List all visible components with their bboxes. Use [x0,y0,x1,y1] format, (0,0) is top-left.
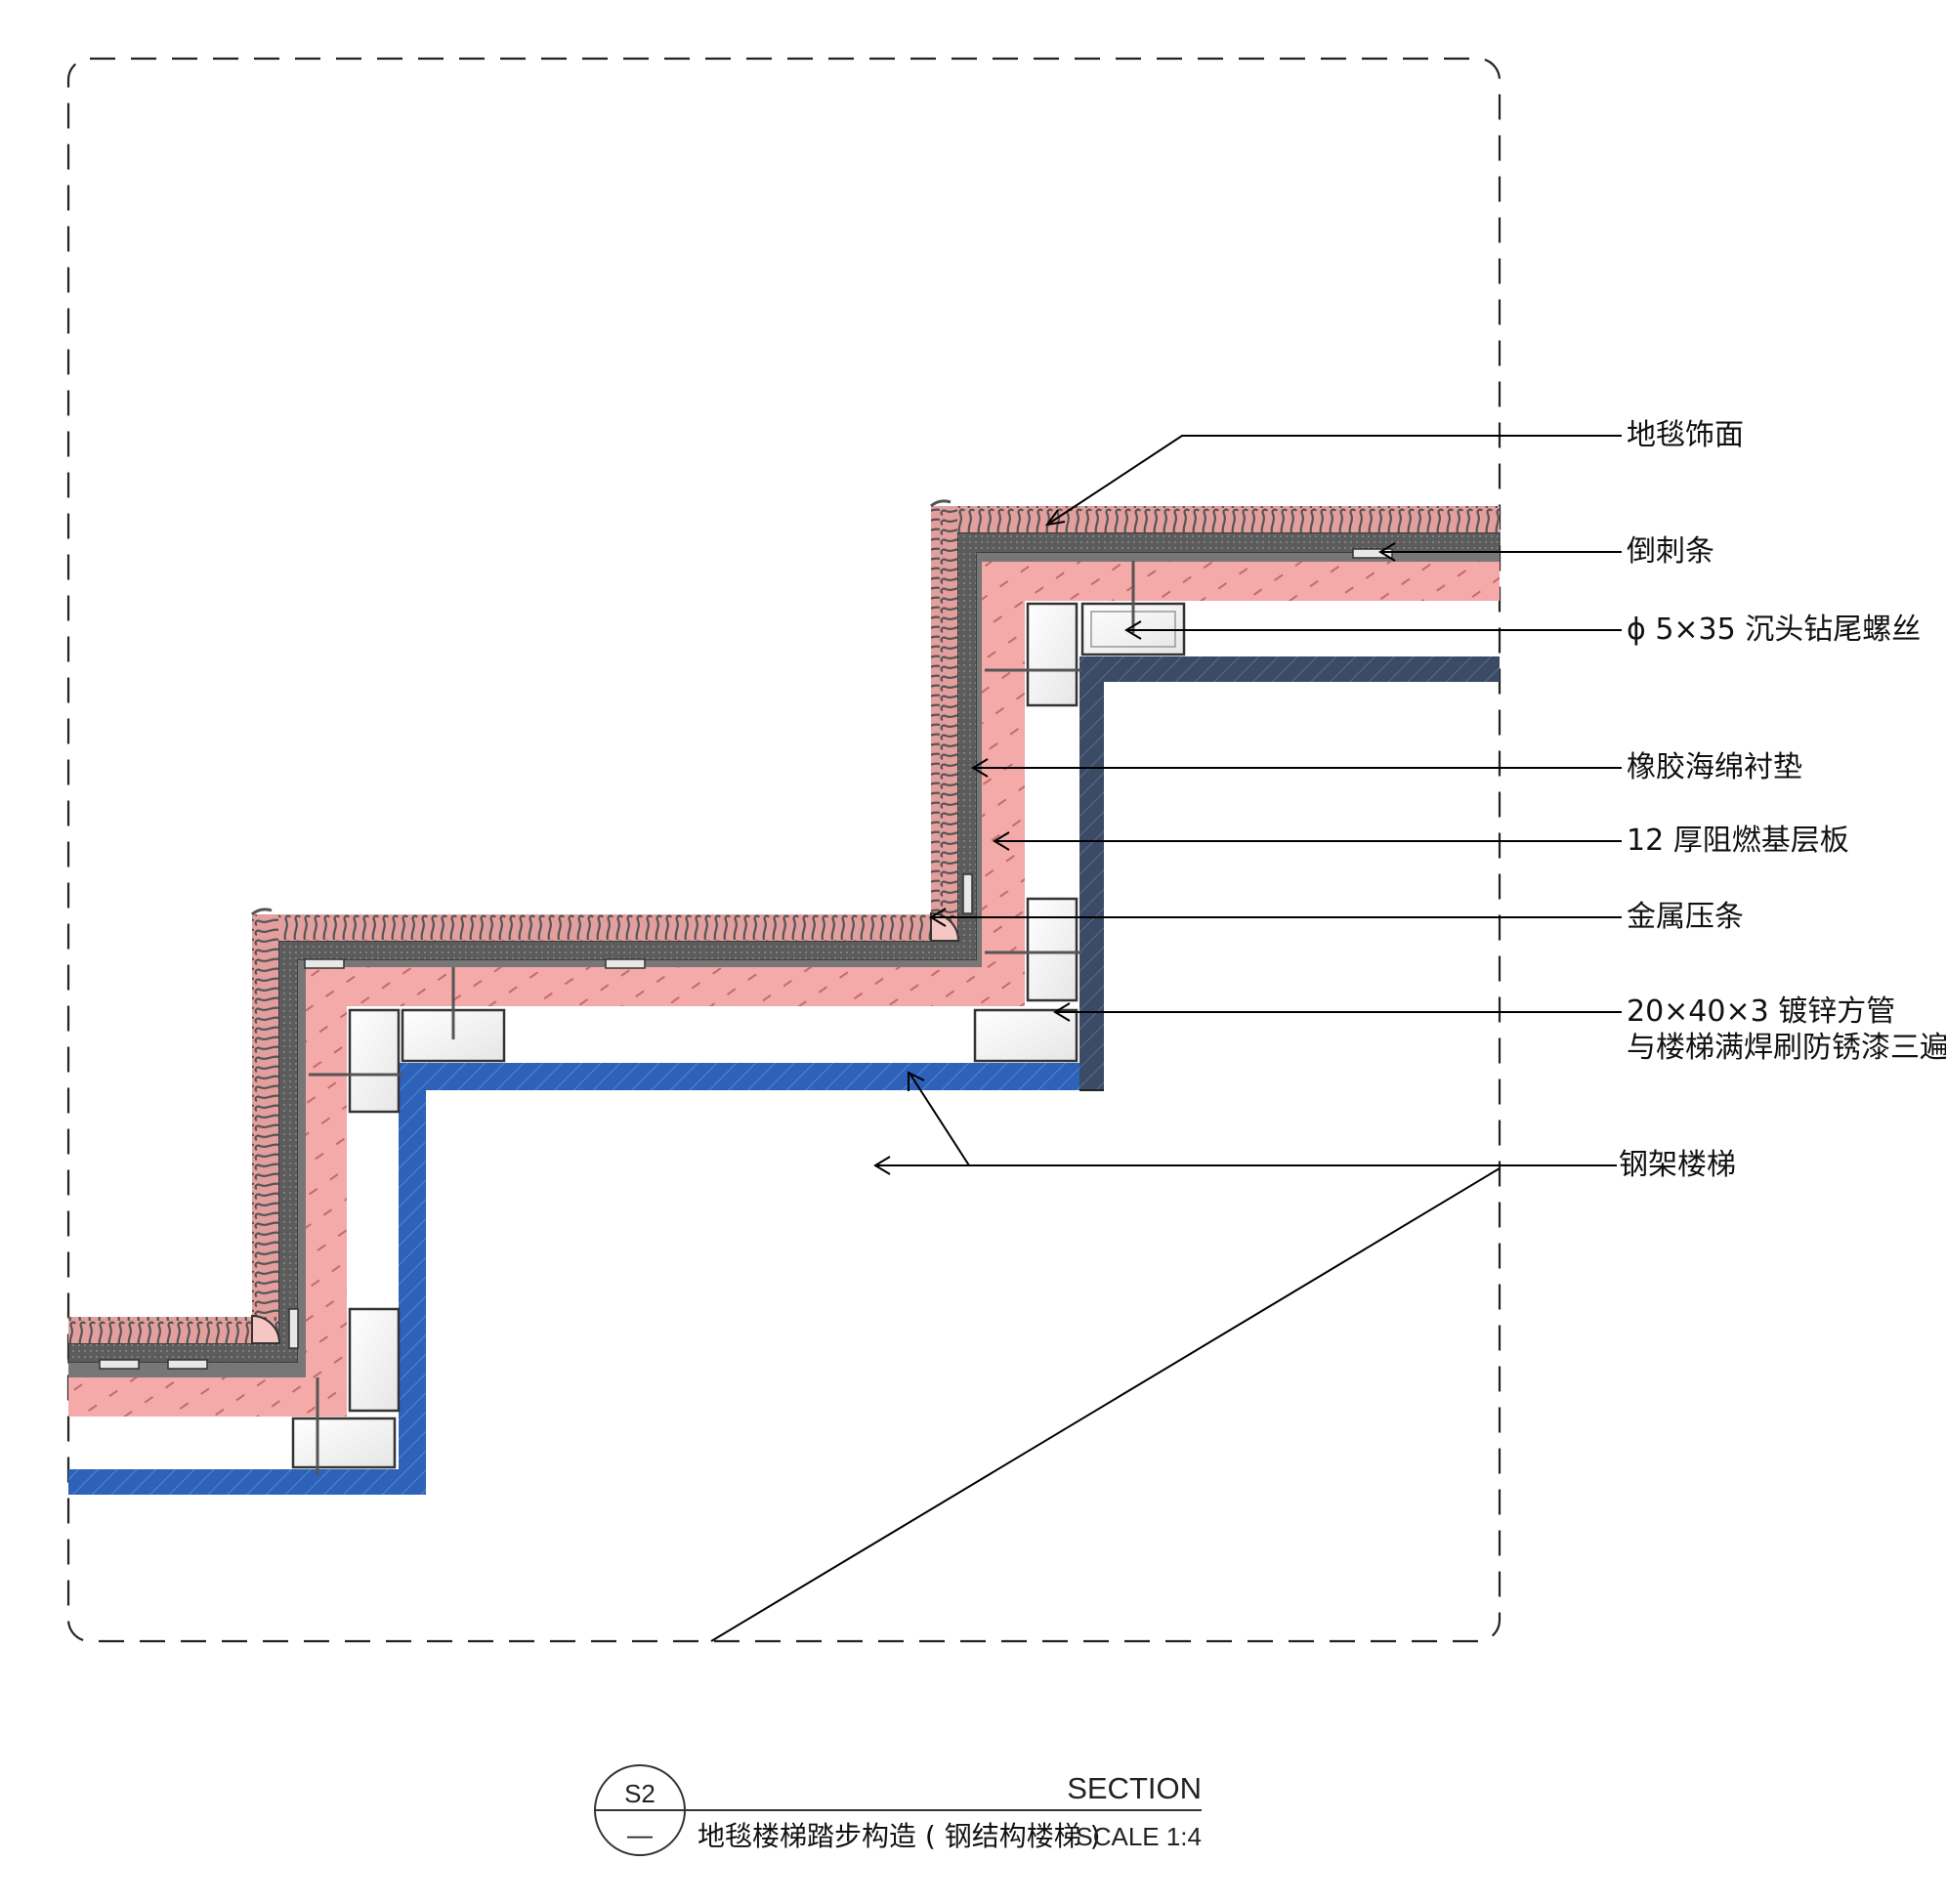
label-tack-strip: 倒刺条 [1627,534,1714,569]
section-sub: — [627,1820,653,1849]
label-metal-strip: 金属压条 [1627,900,1744,934]
carpet-layer [68,499,1500,1343]
label-underlay: 橡胶海绵衬垫 [1627,750,1802,784]
section-word: SECTION [1067,1771,1202,1805]
steel-stair-frame [68,656,1500,1495]
drawing-title: 地毯楼梯踏步构造 ( 钢结构楼梯 ) [698,1820,1101,1852]
label-tube-line2: 与楼梯满焊刷防锈漆三遍 [1627,1031,1946,1065]
label-carpet: 地毯饰面 [1627,418,1744,452]
label-board: 12 厚阻燃基层板 [1627,824,1849,858]
callout-labels: 地毯饰面 倒刺条 ϕ 5×35 沉头钻尾螺丝 橡胶海绵衬垫 12 厚阻燃基层板 … [1619,418,1946,1182]
label-tube-line1: 20×40×3 镀锌方管 [1627,994,1895,1029]
base-board-layer [68,562,1500,1417]
detail-boundary [66,57,1502,1643]
metal-strip-corners [251,911,960,1344]
title-block: S2 — SECTION 地毯楼梯踏步构造 ( 钢结构楼梯 ) SCALE 1:… [594,1764,1202,1856]
leader-lines [710,435,1622,1642]
section-id: S2 [624,1779,656,1808]
tack-strips [99,548,1393,1370]
drill-tail-screws [309,561,1135,1475]
square-tubes [291,602,1186,1469]
label-steel-stair: 钢架楼梯 [1619,1148,1736,1182]
label-screw: ϕ 5×35 沉头钻尾螺丝 [1627,613,1921,647]
drawing-scale: SCALE 1:4 [1076,1822,1202,1851]
